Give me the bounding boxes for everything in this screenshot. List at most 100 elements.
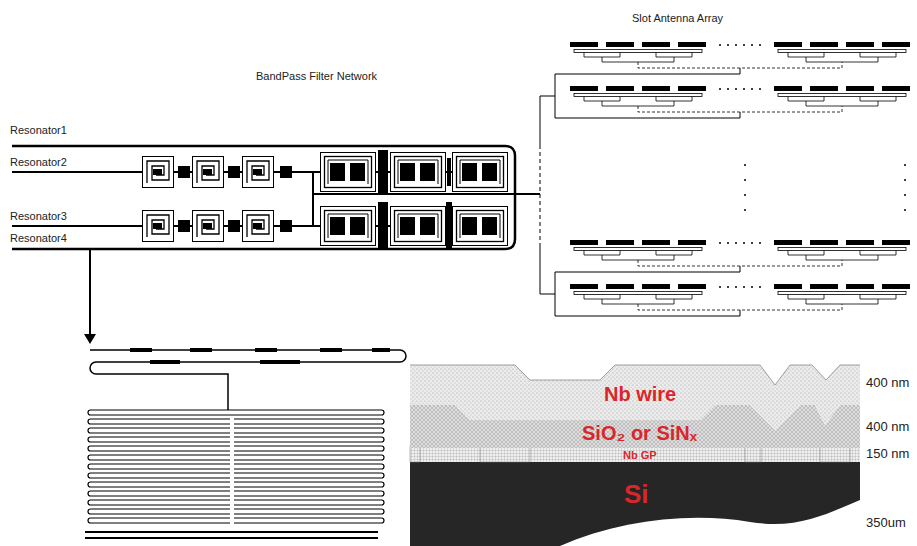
antenna-array-part-part — [744, 209, 746, 211]
layer-band: Si — [624, 481, 649, 507]
meander-detail-part-part — [88, 464, 384, 469]
layer-cross-section-part — [480, 446, 530, 462]
resonator-row-part — [280, 166, 292, 178]
layer-name: Si — [624, 481, 649, 507]
meander-detail-part — [130, 348, 152, 352]
layer-cross-section-part — [745, 446, 761, 462]
resonator-row-part — [178, 220, 190, 232]
port-label: Resonator1 — [10, 124, 67, 137]
resonator-row-part — [321, 207, 376, 246]
resonator-row-part — [228, 166, 240, 178]
meander-detail-part-part — [88, 419, 384, 424]
meander-detail-part-part — [88, 473, 384, 478]
antenna-array-part — [540, 145, 541, 245]
antenna-array-part-part — [904, 179, 906, 181]
antenna-array — [540, 42, 910, 316]
resonator-row-part — [178, 166, 190, 178]
filter-network-part — [12, 146, 515, 194]
meander-detail-part — [89, 249, 91, 334]
antenna-array-part — [540, 74, 555, 316]
resonator-row-part — [447, 158, 451, 186]
meander-detail-part-part — [88, 437, 384, 442]
resonator-row-part — [243, 211, 274, 242]
antenna-array-part — [570, 240, 910, 266]
meander-detail-part — [90, 350, 406, 410]
meander-detail-part-part — [88, 500, 384, 505]
meander-detail-part-part — [88, 491, 384, 496]
resonator-row-part — [280, 220, 292, 232]
layer-name: SiO₂ or SiNₓ — [582, 423, 697, 443]
resonator-row-part — [391, 207, 446, 246]
dimension-label: 150 nm — [866, 447, 909, 462]
resonator-row-part — [453, 207, 508, 246]
layer-cross-section-part — [820, 446, 850, 462]
resonator-row-part — [378, 202, 388, 248]
resonator-row-part — [143, 211, 174, 242]
layer-name: Nb wire — [604, 384, 676, 404]
layer-band: Nb wire — [604, 384, 676, 404]
antenna-array-part-part — [904, 164, 906, 166]
layer-band: SiO₂ or SiNₓ — [582, 423, 697, 443]
layer-cross-section-part — [410, 365, 860, 385]
port-label: Resonator3 — [10, 210, 67, 223]
meander-detail-part — [230, 416, 234, 524]
antenna-array-part-part — [744, 164, 746, 166]
resonator-row-part — [228, 220, 240, 232]
layer-cross-section — [410, 365, 860, 546]
resonator-row-part — [321, 153, 376, 192]
meander-detail-part-part — [88, 482, 384, 487]
meander-detail-part — [84, 334, 96, 344]
meander-detail — [84, 249, 406, 538]
antenna-array-part-part — [744, 194, 746, 196]
meander-detail-part — [88, 410, 384, 523]
meander-detail-part-part — [88, 509, 384, 514]
antenna-array-part — [570, 42, 910, 68]
meander-detail-part — [372, 348, 390, 352]
antenna-array-part-part — [904, 194, 906, 196]
layer-cross-section-part — [410, 462, 860, 546]
meander-detail-part-part — [88, 446, 384, 451]
layer-cross-section-part — [410, 365, 860, 430]
meander-detail-part — [85, 532, 378, 538]
dimension-label: 350um — [866, 516, 906, 531]
meander-detail-part — [320, 348, 342, 352]
section-heading: BandPass Filter Network — [256, 70, 377, 83]
meander-detail-part-part — [88, 410, 384, 415]
meander-detail-part — [150, 360, 180, 364]
antenna-array-part — [744, 164, 906, 211]
filter-network-part — [312, 172, 314, 226]
meander-detail-part-part — [88, 518, 384, 523]
resonator-row-part — [378, 150, 388, 194]
filter-network-part — [313, 193, 540, 195]
antenna-array-part — [570, 284, 910, 310]
meander-detail-part — [255, 348, 277, 352]
antenna-array-part — [540, 96, 541, 294]
port-label: Resonator2 — [10, 156, 67, 169]
antenna-array-part-part — [744, 179, 746, 181]
resonator-row-part — [391, 153, 446, 192]
resonator-row-part — [453, 153, 508, 192]
resonator-row — [143, 150, 508, 194]
filter-network-part — [12, 194, 515, 249]
resonator-row — [143, 202, 508, 248]
filter-network — [12, 146, 540, 249]
resonator-row-part — [446, 202, 452, 248]
resonator-row-part — [193, 157, 224, 188]
dimension-label: 400 nm — [866, 376, 909, 391]
section-heading: Slot Antenna Array — [632, 12, 723, 25]
meander-detail-part-part — [88, 455, 384, 460]
antenna-array-part — [570, 86, 910, 112]
resonator-row-part — [243, 157, 274, 188]
antenna-array-part — [555, 68, 740, 316]
layer-name: Nb GP — [623, 450, 657, 461]
meander-detail-part — [190, 348, 212, 352]
port-label: Resonator4 — [10, 232, 67, 245]
layer-band: Nb GP — [623, 450, 657, 461]
resonator-row-part — [193, 211, 224, 242]
antenna-array-part-part — [904, 209, 906, 211]
dimension-label: 400 nm — [866, 420, 909, 435]
resonator-row-part — [143, 157, 174, 188]
layer-cross-section-part — [410, 446, 420, 462]
